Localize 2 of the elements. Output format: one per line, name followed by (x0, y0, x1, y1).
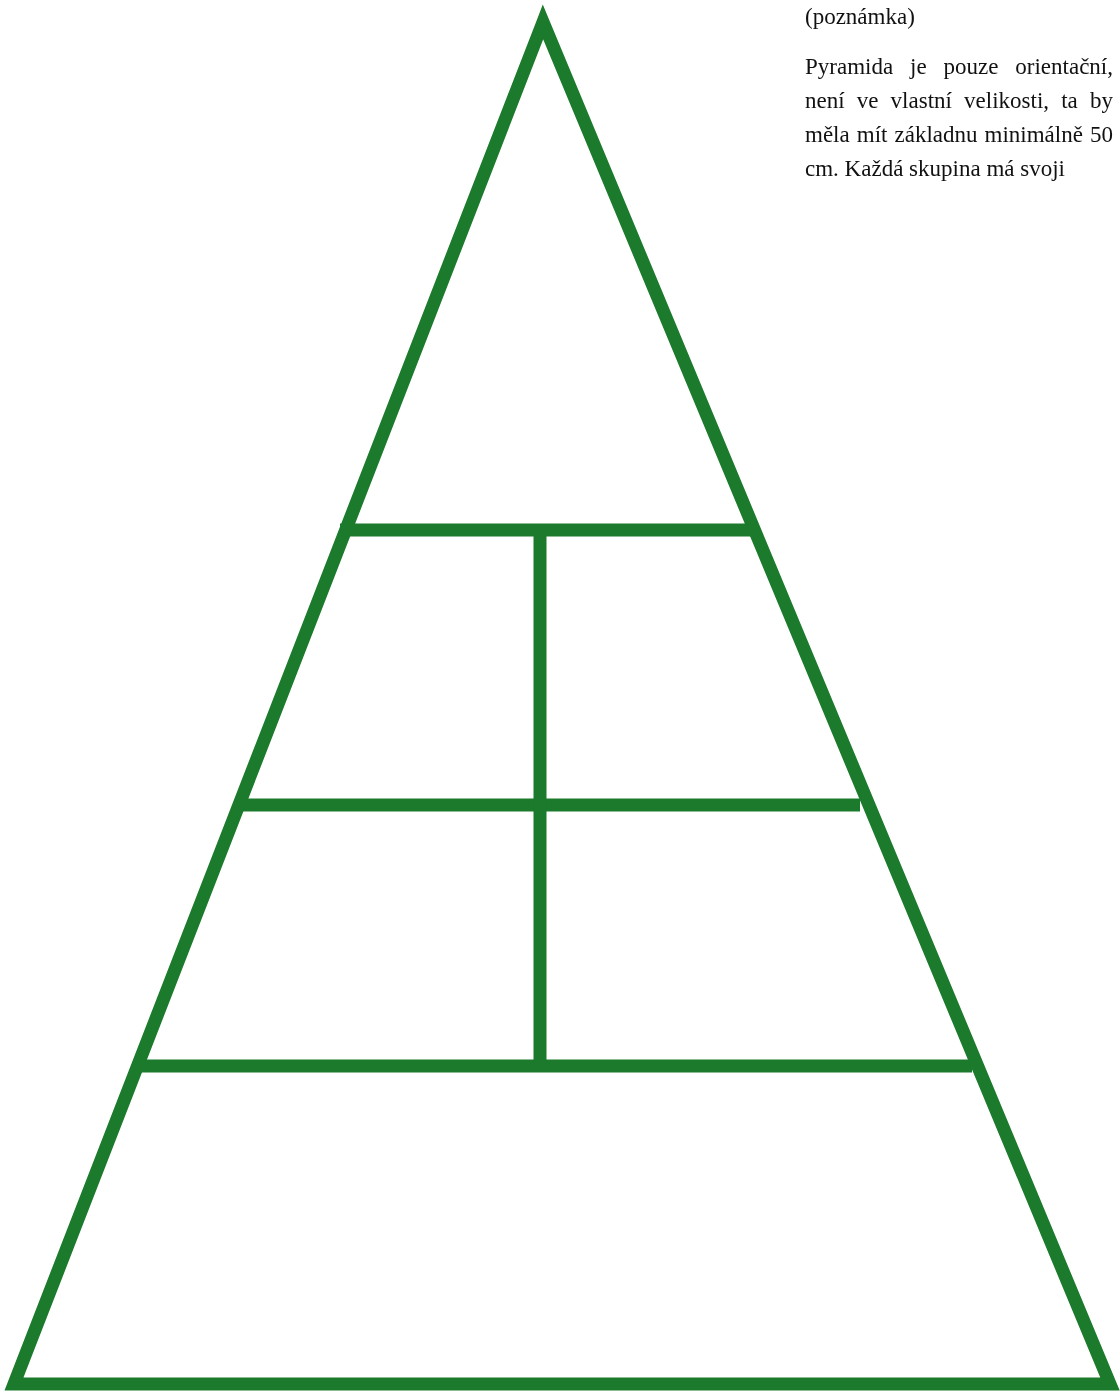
note-paragraph: Pyramida je pouze orientační, není ve vlastní velikosti, ta by měla mít základnu minimálně 50 cm. Každá skupina má svoji (805, 53, 1113, 183)
note-heading: (poznámka) (805, 3, 916, 31)
